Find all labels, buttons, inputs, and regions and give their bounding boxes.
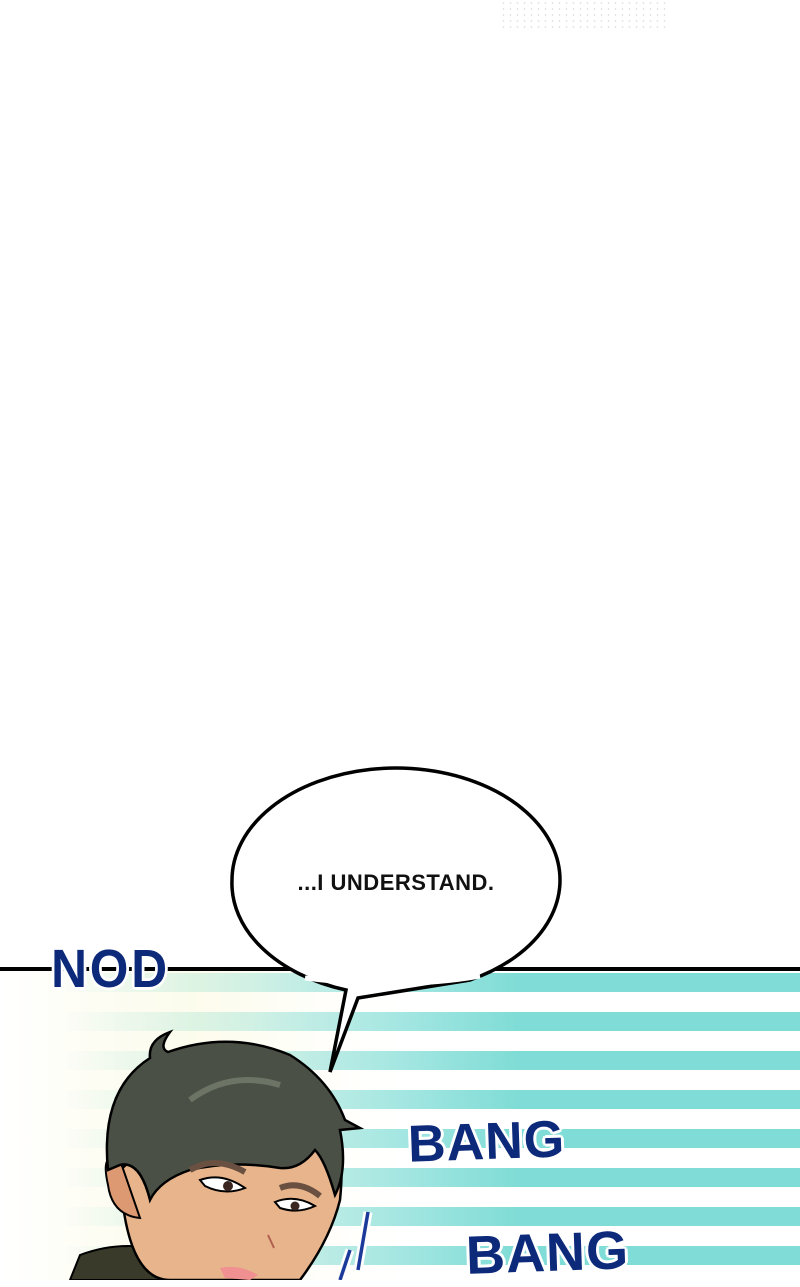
speech-bubble-text: ...I UNDERSTAND. — [297, 870, 495, 895]
sfx-nod: NOD — [51, 939, 170, 999]
motion-lines — [335, 1211, 373, 1280]
character — [68, 1029, 365, 1280]
scan-noise — [500, 0, 670, 28]
sfx-bang: BANG — [407, 1110, 567, 1174]
sfx-bang: BANG — [465, 1220, 630, 1286]
speech-bubble — [230, 766, 562, 1073]
